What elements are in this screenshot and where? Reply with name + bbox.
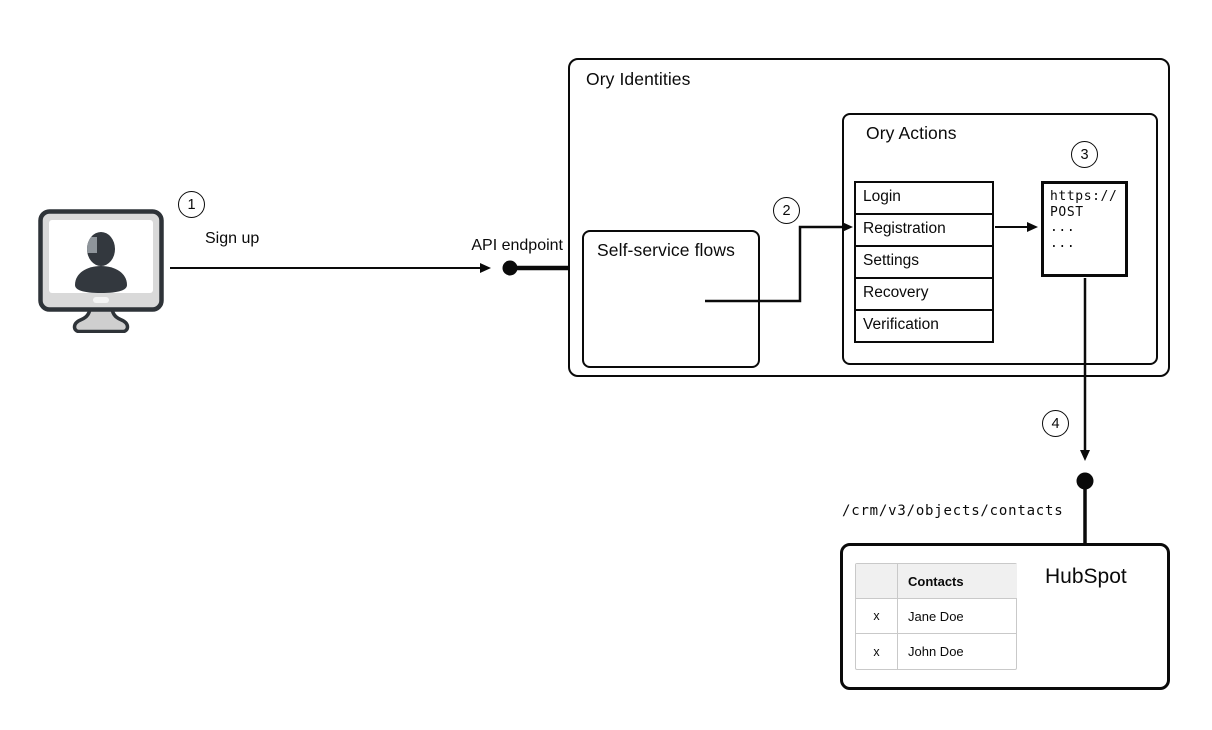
flow-item-settings: Settings [856, 247, 992, 279]
sign-up-label: Sign up [205, 230, 260, 247]
hubspot-endpoint-dot [1076, 472, 1094, 490]
monitor-button [93, 297, 109, 303]
code-line: ... [1050, 220, 1076, 235]
user-silhouette-icon [75, 232, 127, 293]
flow-item-login: Login [856, 183, 992, 215]
api-endpoint-label: API endpoint [471, 237, 563, 254]
step-number: 4 [1051, 415, 1060, 432]
contact-row-marker: x [856, 599, 898, 634]
contacts-table-corner-cell [856, 564, 898, 599]
self-service-flows-title: Self-service flows [597, 240, 735, 260]
api-endpoint-dot [502, 260, 518, 276]
flow-item-registration: Registration [856, 215, 992, 247]
step-badge-1: 1 [178, 191, 205, 218]
contacts-table-header: Contacts [898, 564, 1017, 599]
api-endpoint-node [502, 260, 570, 276]
step-badge-2: 2 [773, 197, 800, 224]
flow-item-recovery: Recovery [856, 279, 992, 311]
step-number: 1 [187, 196, 196, 213]
step-badge-4: 4 [1042, 410, 1069, 437]
contact-row-name: Jane Doe [898, 599, 1017, 634]
step-number: 3 [1080, 146, 1089, 163]
webhook-code-box: https:// POST ... ... [1041, 181, 1128, 277]
contact-row-name: John Doe [908, 644, 964, 659]
code-line: POST [1050, 204, 1084, 220]
contacts-table: Contacts x Jane Doe x John Doe [855, 563, 1017, 670]
flow-list: Login Registration Settings Recovery Ver… [854, 181, 994, 343]
hubspot-api-path-label: /crm/v3/objects/contacts [842, 503, 1064, 519]
flow-item-verification: Verification [856, 311, 992, 341]
step-badge-3: 3 [1071, 141, 1098, 168]
monitor-stand [72, 305, 130, 334]
hubspot-title: HubSpot [1045, 565, 1127, 588]
code-line: https:// [1050, 189, 1118, 204]
ory-actions-title: Ory Actions [866, 123, 957, 143]
step-number: 2 [782, 202, 791, 219]
hubspot-endpoint-node [1076, 472, 1094, 546]
contact-row-marker: x [856, 634, 898, 669]
code-line: ... [1050, 235, 1076, 251]
monitor-user-icon [38, 209, 164, 334]
ory-identities-title: Ory Identities [586, 69, 691, 89]
